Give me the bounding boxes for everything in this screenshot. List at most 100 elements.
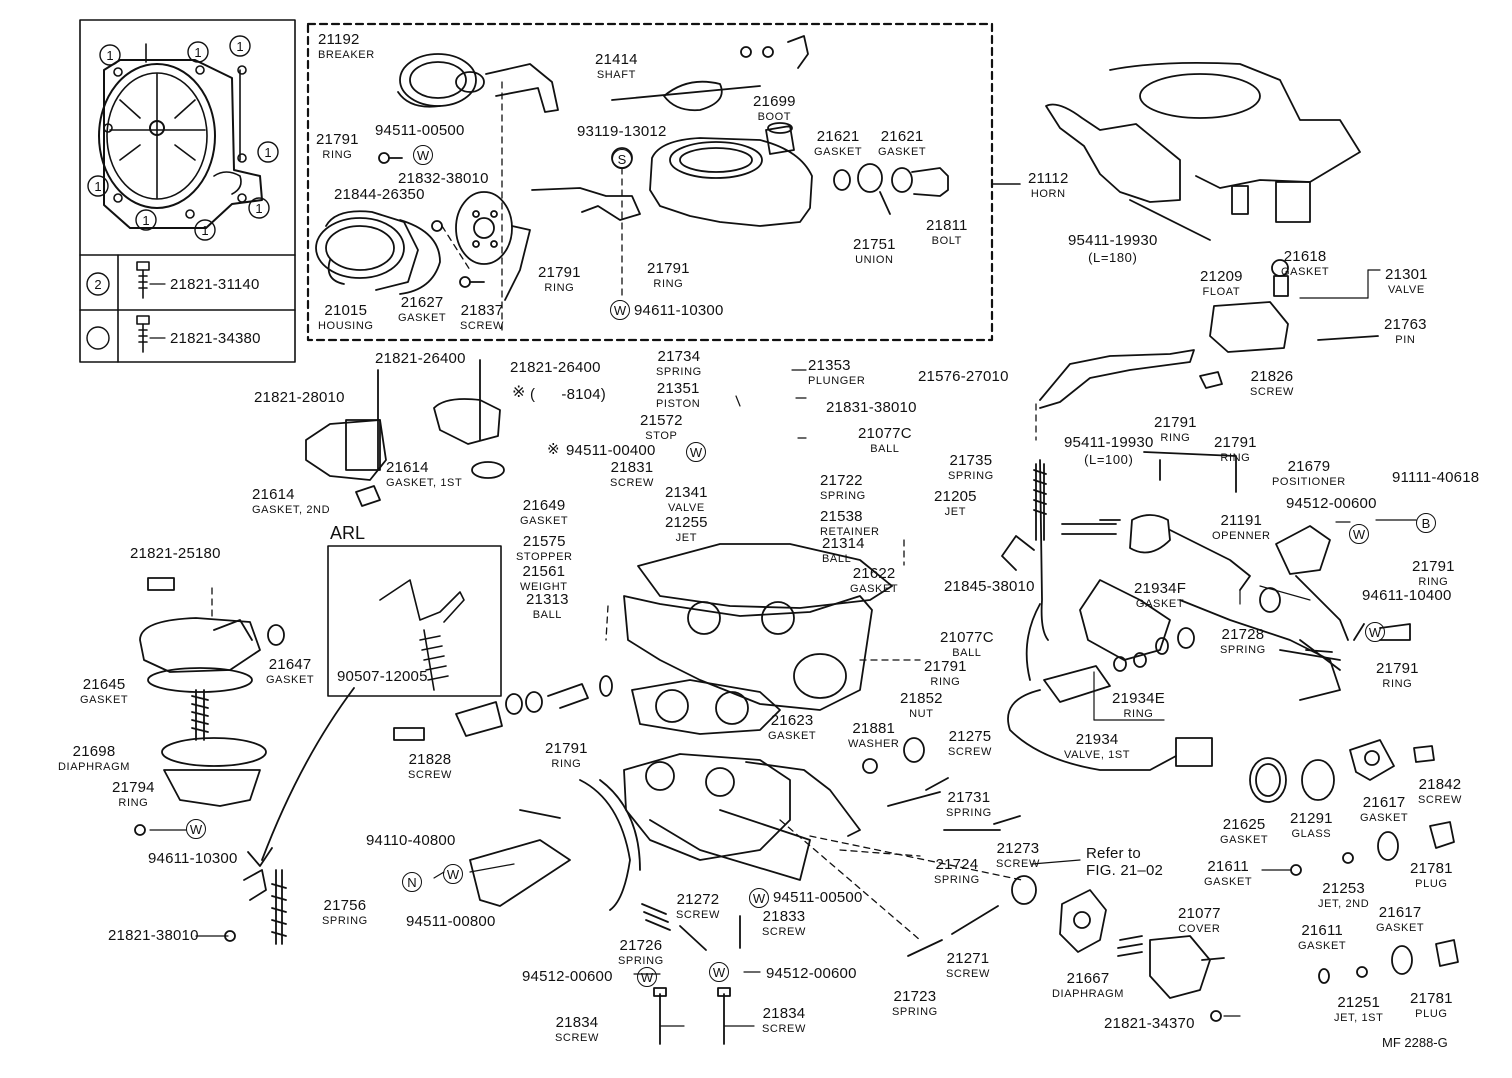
part-label-94511-00400: 94511-00400 xyxy=(566,442,656,459)
part-label-94511-00500: 94511-00500 xyxy=(375,122,465,139)
part-label-94110-40800: 94110-40800 xyxy=(366,832,456,849)
w-marker: W xyxy=(686,442,706,462)
part-label-21831-38010: 21831-38010 xyxy=(826,399,917,416)
part-label-93119-13012: 93119-13012 xyxy=(577,123,667,140)
alignment-lines xyxy=(441,81,623,331)
inset-marker: 1 xyxy=(236,39,243,54)
w-marker: W xyxy=(1349,524,1369,544)
part-label-91111-40618: 91111-40618 xyxy=(1392,469,1480,486)
float-assembly xyxy=(1039,259,1379,409)
inset-marker: 2 xyxy=(94,277,101,292)
part-label-94512-00600: 94512-00600 xyxy=(766,965,857,982)
part-label-21821-38010: 21821-38010 xyxy=(108,927,199,944)
dashpot-assembly xyxy=(305,359,505,507)
inset-markers xyxy=(86,35,279,350)
part-label-94611-10300: 94611-10300 xyxy=(148,850,238,867)
part-label-21832-38010: 21832-38010 xyxy=(398,170,489,187)
part-label-21844-26350: 21844-26350 xyxy=(334,186,425,203)
arl-arrow xyxy=(261,687,355,861)
w-marker: W xyxy=(637,967,657,987)
inset-marker: 1 xyxy=(142,213,149,228)
part-label-94511-00800: 94511-00800 xyxy=(406,913,496,930)
part-label-95411-19930: 95411-19930(L=100) xyxy=(1064,434,1154,467)
lower-hardware xyxy=(393,675,1037,1045)
dashed-leaders xyxy=(211,403,1037,941)
s-marker: S xyxy=(612,149,632,169)
w-marker: W xyxy=(413,145,433,165)
part-label-21821-26400: 21821-26400 xyxy=(510,359,601,376)
inset-marker: 1 xyxy=(94,179,101,194)
part-label-21576-27010: 21576-27010 xyxy=(918,368,1009,385)
star-marker: ※ xyxy=(512,384,526,401)
leader-lines xyxy=(149,269,1417,1027)
w-marker: W xyxy=(709,962,729,982)
part-label-21845-38010: 21845-38010 xyxy=(944,578,1035,595)
part-label-21821-34370: 21821-34370 xyxy=(1104,1015,1195,1032)
legend-part-1: 21821-31140 xyxy=(170,276,260,293)
breaker-horn-group-box xyxy=(306,22,994,342)
bottom-right-parts xyxy=(1059,739,1459,1022)
inset-marker: 1 xyxy=(255,201,262,216)
part-label-21821-25180: 21821-25180 xyxy=(130,545,221,562)
b-marker: B xyxy=(1416,513,1436,533)
part-label-21821-28010: 21821-28010 xyxy=(254,389,345,406)
diaphragm-stack xyxy=(134,577,287,945)
arl-part: 90507-12005 xyxy=(337,668,428,685)
